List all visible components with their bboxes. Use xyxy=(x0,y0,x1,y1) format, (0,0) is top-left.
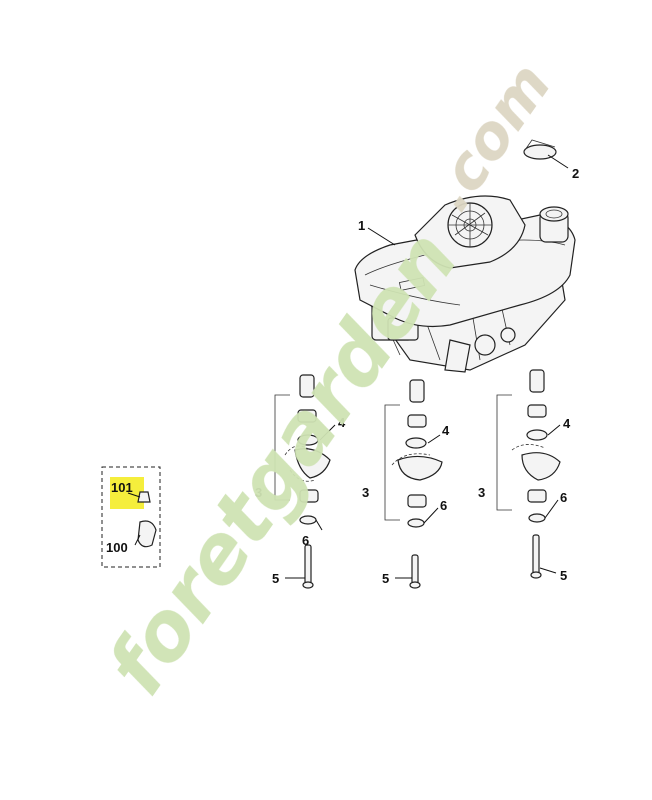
callout-bolt-left: 5 xyxy=(272,571,279,586)
callout-washer-large-left: 4 xyxy=(338,415,346,430)
mount-stack-center xyxy=(384,379,443,589)
callout-bracket-right: 3 xyxy=(478,485,485,500)
callout-washer-small-left: 6 xyxy=(302,533,309,548)
mount-stack-left xyxy=(274,374,331,589)
callout-washer-small-right: 6 xyxy=(560,490,567,505)
watermark: foretgarden .com xyxy=(89,51,565,711)
engine-assembly xyxy=(354,195,576,373)
callout-bolt-center: 5 xyxy=(382,571,389,586)
callout-engine: 1 xyxy=(358,218,365,233)
callout-bracket-left: 3 xyxy=(255,485,262,500)
callout-bracket-center: 3 xyxy=(362,485,369,500)
leader-lines xyxy=(127,154,569,579)
callout-washer-large-center: 4 xyxy=(442,423,450,438)
callout-bolt-right: 5 xyxy=(560,568,567,583)
kit-highlight xyxy=(110,477,144,509)
callout-washer-small-center: 6 xyxy=(440,498,447,513)
callout-washer-large-right: 4 xyxy=(563,416,571,431)
callout-kit-101: 101 xyxy=(111,480,133,495)
callout-kit-100: 100 xyxy=(106,540,128,555)
kit-box xyxy=(101,466,161,568)
callout-gasket: 2 xyxy=(572,166,579,181)
watermark-suffix: .com xyxy=(415,51,565,224)
mount-stack-right xyxy=(496,369,561,579)
